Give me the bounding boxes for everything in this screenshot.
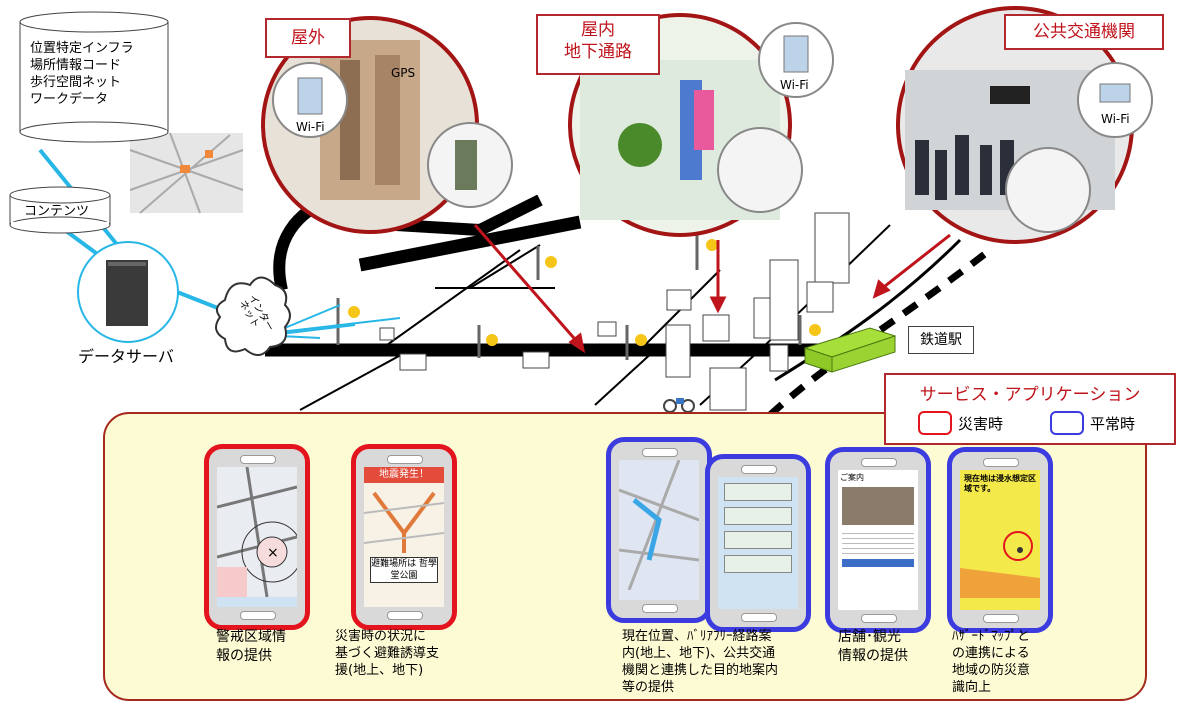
caption-evacuation: 災害時の状況に 基づく避難誘導支 援(地上、地下): [335, 628, 439, 679]
phone-screen-evac: 地震発生！ 避難場所は 哲學堂公園: [364, 467, 444, 607]
wifi-label-indoor: Wi-Fi: [780, 78, 809, 92]
caption-3-line3: 機関と連携した目的地案内: [622, 663, 779, 678]
caption-3-line4: 等の提供: [622, 680, 675, 695]
red-arrows: [473, 224, 951, 354]
phone-screen-map: ×: [217, 467, 297, 607]
phone-shop-info: ご案内: [825, 447, 931, 633]
evac-bottom-text: 避難場所は 哲學堂公園: [370, 557, 438, 583]
infra-line-1: 位置特定インフラ: [30, 41, 134, 56]
internet-cloud: [215, 276, 291, 356]
infra-database-cylinder: [19, 11, 169, 143]
legend-title: サービス・アプリケーション: [919, 385, 1141, 405]
infra-line-3: 歩行空間ネット: [30, 75, 122, 90]
caption-hazard-map: ﾊｻﾞｰﾄﾞﾏｯﾌﾟと の連携による 地域の防災意 識向上: [952, 628, 1030, 696]
phone-warning-area: ×: [204, 444, 310, 630]
station-label: 鉄道駅: [908, 326, 974, 354]
phone-hazard-map: 現在地は浸水想定区域です。: [947, 447, 1053, 633]
bicycle-icon: [663, 398, 695, 413]
outdoor-label: 屋外: [265, 18, 351, 58]
public-transport-scene: [896, 6, 1134, 244]
svg-text:×: ×: [267, 545, 279, 561]
indoor-label-line1: 屋内: [581, 20, 615, 40]
wifi-beacons: [348, 239, 821, 346]
phone-evacuation: 地震発生！ 避難場所は 哲學堂公園: [351, 444, 457, 630]
phone-menu: [705, 454, 811, 632]
data-server: [77, 241, 179, 343]
menu-item-2: [724, 507, 792, 525]
contents-database-cylinder: [9, 186, 111, 234]
caption-3-line2: 内(地上、地下)、公共交通: [622, 646, 776, 661]
phone-navigation: [606, 437, 712, 623]
hazard-map-graphic: ×: [217, 467, 297, 598]
shop-photo: [842, 487, 914, 525]
public-transport-label: 公共交通機関: [1004, 14, 1164, 50]
caption-5-line3: 地域の防災意: [952, 663, 1031, 678]
menu-item-3: [724, 531, 792, 549]
caption-5-line4: 識向上: [952, 680, 992, 695]
caption-5-line2: の連携による: [952, 646, 1030, 661]
legend-disaster-label: 災害時: [958, 415, 1004, 433]
shop-description: [842, 529, 914, 555]
caption-2-line3: 援(地上、地下): [335, 663, 424, 678]
infra-text: 位置特定インフラ 場所情報コード 歩行空間ネット ワークデータ: [30, 40, 134, 108]
shop-title: ご案内: [840, 473, 864, 482]
evac-route-graphic: [364, 491, 444, 553]
map-thumbnail: [129, 132, 244, 214]
caption-1-line2: 報の提供: [216, 648, 272, 664]
shop-link-bar: [842, 559, 914, 567]
menu-item-4: [724, 555, 792, 573]
contents-label: コンテンツ: [24, 204, 90, 219]
indoor-label: 屋内 地下通路: [536, 14, 660, 75]
legend-disaster-swatch: [918, 411, 952, 435]
evac-header: 地震発生！: [364, 467, 444, 483]
caption-4-line2: 情報の提供: [838, 648, 908, 664]
railway-station: [803, 327, 897, 373]
legend-normal-swatch: [1050, 411, 1084, 435]
caption-2-line1: 災害時の状況に: [335, 629, 427, 644]
phone-screen-menu: [718, 477, 798, 609]
legend-normal-label: 平常時: [1090, 415, 1136, 433]
phone-screen-nav: [619, 460, 699, 600]
phone-screen-hazard: 現在地は浸水想定区域です。: [960, 470, 1040, 610]
caption-4-line1: 店舗･観光: [838, 629, 901, 645]
indoor-label-line2: 地下通路: [564, 42, 632, 62]
hazard-text: 現在地は浸水想定区域です。: [964, 474, 1036, 493]
hazard-zone-graphic: [960, 531, 1040, 598]
nav-map-graphic: [619, 460, 699, 591]
legend: サービス・アプリケーション 災害時 平常時: [884, 373, 1176, 445]
phone-screen-shop: ご案内: [838, 470, 918, 610]
gps-label: GPS: [391, 66, 416, 80]
wifi-label-transport: Wi-Fi: [1101, 112, 1130, 126]
caption-5-line1: ﾊｻﾞｰﾄﾞﾏｯﾌﾟと: [952, 629, 1031, 644]
railway-line-2: [774, 238, 962, 382]
caption-navigation: 現在位置、ﾊﾞﾘｱﾌﾘｰ経路案 内(地上、地下)、公共交通 機関と連携した目的地…: [622, 628, 778, 696]
caption-warning-area: 警戒区域情 報の提供: [216, 628, 286, 666]
caption-2-line2: 基づく避難誘導支: [335, 646, 440, 661]
wifi-label-outdoor: Wi-Fi: [296, 120, 325, 134]
wifi-icons: [272, 22, 1153, 138]
infra-line-4: ワークデータ: [30, 92, 109, 107]
data-server-label: データサーバ: [78, 347, 174, 366]
caption-3-line1: 現在位置、ﾊﾞﾘｱﾌﾘｰ経路案: [622, 629, 772, 644]
caption-shop-info: 店舗･観光 情報の提供: [838, 628, 908, 666]
caption-1-line1: 警戒区域情: [216, 629, 286, 645]
menu-item-1: [724, 483, 792, 501]
infra-line-2: 場所情報コード: [30, 58, 122, 73]
